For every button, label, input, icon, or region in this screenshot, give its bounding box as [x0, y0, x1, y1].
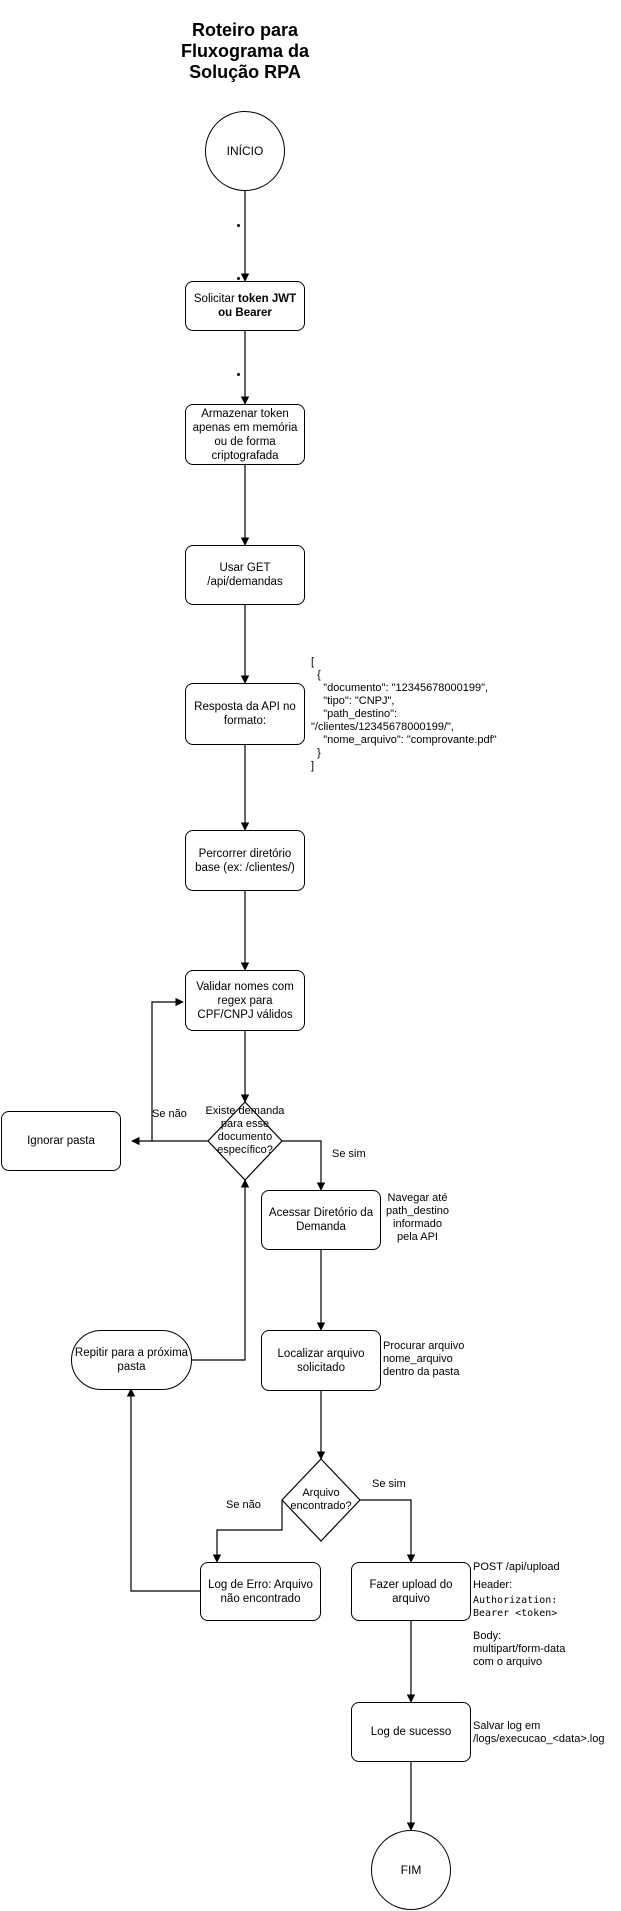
end-node: FIM [371, 1830, 451, 1910]
edge-label-se-sim-2: Se sim [372, 1478, 406, 1490]
authorization-note: Authorization: Bearer <token> [473, 1595, 558, 1619]
start-node: INÍCIO [205, 111, 285, 191]
api-response-step: Resposta da API no formato: [185, 683, 305, 745]
get-demands-step: Usar GET /api/demandas [185, 545, 305, 605]
body-note: Body: multipart/form-data com o arquivo [473, 1630, 566, 1668]
start-node-label: INÍCIO [226, 144, 264, 158]
edge-se-nao-loop-validar [151, 997, 184, 1141]
edge-label-se-nao: Se não [152, 1108, 187, 1120]
locate-file-label: Localizar arquivo solicitado [277, 1347, 365, 1374]
request-token-step: Solicitar token JWT ou Bearer [185, 281, 305, 331]
store-token-label: Armazenar token apenas em memória ou de … [192, 407, 298, 462]
bullet-dot [237, 277, 240, 280]
search-file-note: Procurar arquivo nome_arquivo dentro da … [383, 1340, 465, 1378]
edge-existe-acessar [282, 1140, 326, 1191]
edge-label-se-sim: Se sim [332, 1148, 366, 1160]
decision-encontrado-diamond [281, 1458, 361, 1542]
navigate-note: Navegar até path_destino informado pela … [386, 1192, 449, 1243]
repeat-next-folder-step: Repitir para a próxima pasta [71, 1330, 192, 1390]
bullet-dot [237, 224, 240, 227]
bullet-dot [237, 373, 240, 376]
demand-exists-decision-label: Existe demanda para esse documento espec… [205, 1105, 285, 1156]
validate-names-step: Validar nomes com regex para CPF/CNPJ vá… [185, 970, 305, 1031]
api-response-label: Resposta da API no formato: [194, 701, 296, 727]
decision-existe-diamond [207, 1101, 283, 1181]
edge-encontrado-upload [360, 1499, 416, 1563]
locate-file-step: Localizar arquivo solicitado [261, 1330, 381, 1391]
file-found-decision-label: Arquivo encontrado? [290, 1487, 352, 1512]
error-log-label: Log de Erro: Arquivo não encontrado [208, 1578, 313, 1605]
end-node-label: FIM [400, 1863, 422, 1877]
validate-names-label: Validar nomes com regex para CPF/CNPJ vá… [196, 980, 294, 1021]
request-token-label: Solicitar token JWT ou Bearer [190, 292, 300, 320]
edge-label-se-nao-2: Se não [226, 1499, 261, 1511]
request-token-prefix: Solicitar [193, 293, 238, 305]
request-token-bold: token JWT ou Bearer [218, 293, 297, 319]
traverse-directory-label: Percorrer diretório base (ex: /clientes/… [195, 847, 295, 874]
access-directory-label: Acessar Diretório da Demanda [268, 1207, 374, 1233]
error-log-step: Log de Erro: Arquivo não encontrado [200, 1562, 321, 1621]
edge-repetir-existe [192, 1179, 250, 1361]
json-example-note: [ { "documento": "12345678000199", "tipo… [311, 656, 497, 772]
upload-file-label: Fazer upload do arquivo [369, 1578, 453, 1605]
save-log-note: Salvar log em /logs/execucao_<data>.log [473, 1720, 605, 1745]
access-directory-step: Acessar Diretório da Demanda [261, 1190, 381, 1250]
get-demands-label: Usar GET /api/demandas [207, 562, 283, 588]
ignore-folder-step: Ignorar pasta [1, 1111, 121, 1171]
success-log-label: Log de sucesso [370, 1726, 452, 1738]
ignore-folder-label: Ignorar pasta [27, 1135, 95, 1147]
upload-file-step: Fazer upload do arquivo [351, 1562, 471, 1621]
success-log-step: Log de sucesso [351, 1702, 471, 1762]
store-token-step: Armazenar token apenas em memória ou de … [185, 404, 305, 465]
diagram-title: Roteiro para Fluxograma da Solução RPA [180, 20, 310, 82]
traverse-directory-step: Percorrer diretório base (ex: /clientes/… [185, 830, 305, 891]
edge-log-erro-repetir [126, 1388, 200, 1592]
edge-encontrado-log-erro [212, 1500, 283, 1563]
repeat-next-folder-label: Repitir para a próxima pasta [74, 1347, 189, 1373]
post-upload-note: POST /api/upload [473, 1561, 560, 1573]
header-note: Header: [473, 1579, 513, 1591]
